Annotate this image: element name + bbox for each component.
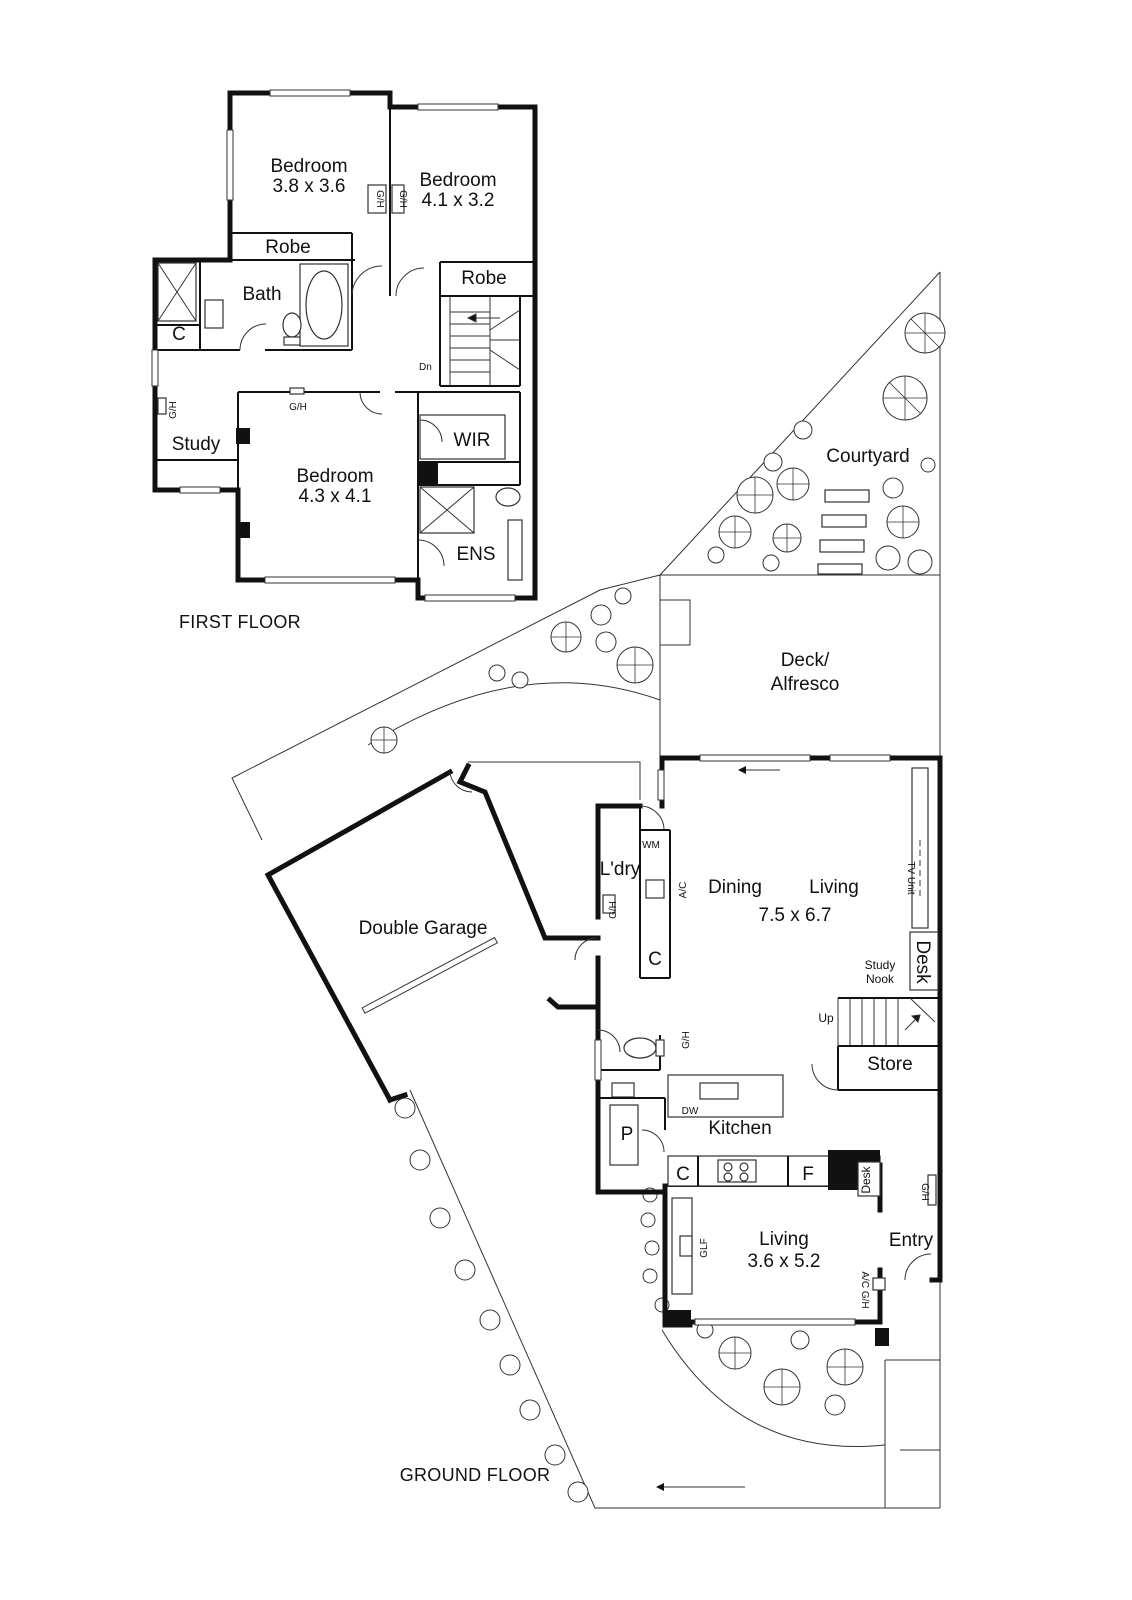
garage-wall (264, 768, 454, 1104)
desk-small-label: Desk (859, 1165, 873, 1193)
pantry-shelves (609, 1104, 639, 1166)
landscaping-trees (370, 312, 946, 1503)
glf-label: GLF (699, 1238, 710, 1257)
first-floor-plan: Bedroom 3.8 x 3.6 Bedroom 4.1 x 3.2 Robe… (151, 89, 538, 632)
first-floor-title: FIRST FLOOR (179, 612, 301, 632)
robe-right-label: Robe (461, 268, 506, 289)
kitchen-label: Kitchen (708, 1118, 771, 1139)
study-nook-label-line2: Nook (866, 972, 895, 986)
laundry-tub (645, 879, 665, 899)
ground-floor-plan: Courtyard Deck/ Alfresco Double Garage L… (231, 271, 946, 1509)
robe-left-label: Robe (265, 237, 310, 258)
deck-label-line1: Deck/ (781, 650, 830, 671)
bedroom-1-size: 3.8 x 3.6 (273, 176, 346, 197)
gh-label-bedroom-1: G/H (374, 190, 385, 208)
ac-gh-label: A/C G/H (859, 1271, 870, 1308)
bath-toilet (282, 312, 302, 338)
tv-unit-label: TV Unit (905, 861, 916, 895)
bath-label: Bath (242, 284, 281, 305)
ground-floor-stairs (837, 997, 936, 1046)
wir-label: WIR (454, 430, 491, 451)
kitchen-cupboard-label: C (676, 1164, 690, 1185)
first-floor-stairs (449, 296, 521, 386)
ac-label: A/C (678, 882, 689, 899)
entry-label: Entry (889, 1230, 934, 1251)
dishwasher-label: DW (682, 1106, 699, 1117)
fridge-label: F (802, 1164, 814, 1185)
ground-floor-toilet (623, 1037, 657, 1059)
living-front-size: 3.6 x 5.2 (748, 1251, 821, 1272)
dining-label: Dining (708, 877, 762, 898)
laundry-label: L'dry (600, 859, 641, 880)
pantry-label: P (621, 1124, 634, 1145)
courtyard-label: Courtyard (826, 446, 909, 467)
deck-label-line2: Alfresco (771, 674, 840, 695)
study-desk (909, 931, 939, 991)
study-label: Study (172, 434, 221, 455)
courtyard-pavers (817, 489, 870, 575)
bath-vanity (204, 299, 224, 329)
store-label: Store (867, 1054, 912, 1075)
tv-unit (911, 767, 929, 929)
cupboard-label: C (172, 324, 186, 345)
laundry-cupboard-label: C (648, 949, 662, 970)
study-nook-label-line1: Study (865, 958, 896, 972)
living-front-label: Living (759, 1229, 809, 1250)
gh-label-entry: G/H (919, 1183, 930, 1201)
gh-label-bedroom-2: G/H (397, 190, 408, 208)
main-bedroom-label: Bedroom (296, 466, 373, 487)
gh-label-laundry: G/H (608, 901, 619, 919)
gh-label-wc: G/H (681, 1031, 692, 1049)
desk-label: Desk (912, 940, 933, 984)
main-bedroom-size: 4.3 x 4.1 (299, 486, 372, 507)
cooktop (717, 1159, 757, 1183)
stairs-up-label: Up (818, 1011, 834, 1025)
ensuite-label: ENS (456, 544, 495, 565)
ensuite-vanity (507, 519, 523, 581)
stairs-down-label: Dn (419, 362, 432, 373)
bedroom-2-label: Bedroom (419, 170, 496, 191)
gh-label-study: G/H (168, 401, 179, 419)
living-main-label: Living (809, 877, 859, 898)
gh-label-first: G/H (289, 402, 307, 413)
ground-floor-title: GROUND FLOOR (400, 1465, 551, 1485)
living-main-size: 7.5 x 6.7 (759, 905, 832, 926)
wm-label: WM (642, 840, 660, 851)
double-garage-label: Double Garage (359, 918, 488, 939)
bedroom-2-size: 4.1 x 3.2 (422, 190, 495, 211)
desk-small (857, 1161, 881, 1197)
ensuite-toilet (495, 487, 521, 507)
wir-shelving (419, 414, 506, 460)
bedroom-1-label: Bedroom (270, 156, 347, 177)
